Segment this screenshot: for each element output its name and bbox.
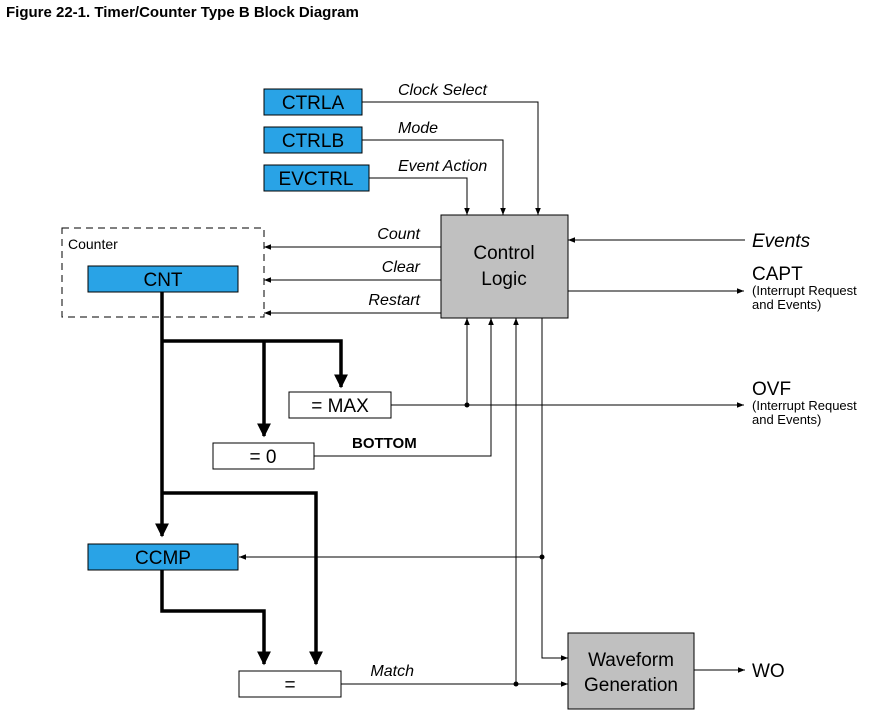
control-logic-line1: Control (473, 243, 534, 264)
control-logic-line2: Logic (481, 269, 526, 290)
wo-label: WO (752, 661, 785, 682)
ovf-sub1: (Interrupt Request (752, 398, 857, 413)
waveform-generation-block: Waveform Generation (567, 632, 695, 710)
register-ctrlb: CTRLB (263, 126, 363, 154)
equal-compare-label: = (284, 675, 295, 696)
ctrlb-label: CTRLB (282, 131, 344, 152)
register-evctrl: EVCTRL (263, 164, 370, 192)
clear-label: Clear (382, 259, 421, 276)
restart-label: Restart (368, 292, 420, 309)
evctrl-label: EVCTRL (279, 169, 354, 190)
data-paths (155, 292, 348, 666)
figure-title: Figure 22-1. Timer/Counter Type B Block … (6, 4, 359, 21)
mode-label: Mode (398, 120, 438, 137)
cnt-label: CNT (143, 270, 182, 291)
connection-lines (239, 101, 745, 687)
ovf-sub2: and Events) (752, 412, 821, 427)
ctrla-label: CTRLA (282, 93, 345, 114)
counter-group-label: Counter (68, 236, 118, 252)
register-cnt: CNT (87, 265, 239, 293)
event-action-label: Event Action (398, 158, 487, 175)
control-logic-block: Control Logic (440, 214, 569, 319)
clock-select-label: Clock Select (398, 82, 487, 99)
events-label: Events (752, 231, 811, 252)
waveform-line1: Waveform (588, 650, 674, 671)
waveform-line2: Generation (584, 675, 678, 696)
counter-group (61, 227, 265, 318)
bottom-label: BOTTOM (352, 435, 417, 452)
equal-compare-box: = (238, 670, 342, 698)
junction-dots (464, 402, 545, 687)
capt-sub1: (Interrupt Request (752, 283, 857, 298)
count-label: Count (377, 226, 420, 243)
register-ctrla: CTRLA (263, 88, 363, 116)
ccmp-label: CCMP (135, 548, 191, 569)
max-compare-label: = MAX (311, 396, 369, 417)
register-ccmp: CCMP (87, 543, 239, 571)
zero-compare-box: = 0 (212, 442, 315, 470)
capt-sub2: and Events) (752, 297, 821, 312)
match-label: Match (370, 663, 414, 680)
ovf-label: OVF (752, 379, 791, 400)
capt-label: CAPT (752, 264, 803, 285)
zero-compare-label: = 0 (250, 447, 277, 468)
max-compare-box: = MAX (288, 391, 392, 419)
